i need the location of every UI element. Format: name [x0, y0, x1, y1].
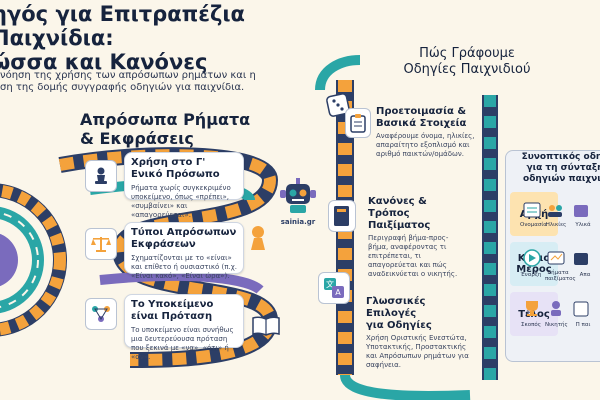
- summary-item-play: Π παι: [575, 322, 591, 328]
- summary-item-forbidden: Απα: [579, 272, 591, 278]
- summary-heading-line-1: Συνοπτικός οδηγ: [521, 152, 600, 162]
- logo-text: sainia.gr: [280, 218, 316, 226]
- card-body: Ρήματα χωρίς συγκεκριμένο υποκείμενο, όπ…: [131, 184, 231, 219]
- card-title: Το Υποκείμενο είναι Πρόταση: [131, 299, 214, 322]
- dice-icon: [326, 93, 350, 117]
- intro-text: νόηση της χρήσης των απρόσωπων ρημάτων κ…: [0, 70, 260, 94]
- summary-row-main-icons: [523, 249, 588, 267]
- step-title-line-2: για Οδηγίες: [366, 320, 432, 331]
- heading-line-2: Οδηγίες Παιχνιδιού: [403, 62, 531, 77]
- heading-line-1: Απρόσωπα Ρήματα: [80, 110, 251, 129]
- step-title-line-1: Προετοιμασία &: [376, 106, 467, 117]
- row-label-line-2: Μέρος: [516, 264, 552, 275]
- title-line-1: ηγός για Επιτραπέζια Παιχνίδια:: [0, 2, 245, 50]
- book-icon: [328, 200, 356, 232]
- summary-heading-line-3: οδηγιών παιχνιδ: [523, 174, 600, 184]
- card-body: Σχηματίζονται με το «είναι» και επίθετο …: [131, 254, 237, 280]
- summary-row-start-icons: [523, 202, 588, 218]
- summary-item-materials: Υλικά: [575, 222, 591, 228]
- pawn-icon: [251, 226, 265, 250]
- summary-item-winner: Νικητής: [545, 322, 568, 328]
- robot-icon: [280, 178, 316, 213]
- step-body: Χρήση Οριστικής Ενεστώτα, Υποτακτικής, Π…: [366, 334, 469, 369]
- spiral-board: [0, 183, 67, 337]
- summary-row-end-icons: [526, 301, 589, 317]
- intro-line-2: ση της δομής συγγραφής οδηγιών για παιχν…: [0, 82, 245, 93]
- summary-item-name: Ονομασία: [520, 222, 547, 228]
- card-body: Το υποκείμενο είναι συνήθως μια δευτερεύ…: [131, 326, 234, 361]
- step-title-line-1: Κανόνες &: [368, 196, 427, 207]
- logo: sainia.gr: [278, 178, 318, 228]
- step-language-choices: Γλωσσικές Επιλογές για Οδηγίες Χρήση Ορι…: [366, 296, 476, 370]
- open-book-icon: [250, 312, 282, 340]
- step-body: Περιγραφή βήμα-προς-βήμα, αναφέροντας τι…: [368, 234, 458, 278]
- summary-item-start: Έναρξη: [520, 272, 542, 278]
- section-heading-impersonal-verbs: Απρόσωπα Ρήματα & Εκφράσεις: [80, 110, 270, 148]
- summary-heading-line-2: για τη σύνταξη: [526, 163, 600, 173]
- impersonal-card-2: Τύποι Απρόσωπων Εκφράσεων Σχηματίζονται …: [124, 222, 244, 280]
- svg-text:文: 文: [326, 279, 334, 289]
- page-title: ηγός για Επιτραπέζια Παιχνίδια: ώσσα και…: [0, 2, 372, 74]
- step-rules: Κανόνες & Τρόπος Παιξίματος Περιγραφή βή…: [368, 196, 468, 279]
- network-icon: [85, 298, 117, 330]
- step-title-line-2: Βασικά Στοιχεία: [376, 118, 467, 129]
- impersonal-card-3: Το Υποκείμενο είναι Πρόταση Το υποκείμεν…: [124, 294, 244, 361]
- card-title: Χρήση στο Γ' Ενικό Πρόσωπο: [131, 157, 220, 180]
- card-title: Τύποι Απρόσωπων Εκφράσεων: [131, 227, 237, 250]
- step-body: Αναφέρουμε όνομα, ηλικίες, απαραίτητο εξ…: [376, 132, 475, 158]
- step-preparation: Προετοιμασία & Βασικά Στοιχεία Αναφέρουμ…: [376, 106, 476, 159]
- step-title-line-2: Τρόπος Παιξίματος: [368, 208, 431, 231]
- step-title-line-1: Γλωσσικές Επιλογές: [366, 296, 426, 319]
- impersonal-card-1: Χρήση στο Γ' Ενικό Πρόσωπο Ρήματα χωρίς …: [124, 152, 244, 219]
- summary-heading: Συνοπτικός οδηγ για τη σύνταξη οδηγιών π…: [515, 152, 600, 185]
- heading-line-1: Πώς Γράφουμε: [419, 46, 515, 61]
- section-heading-writing-instructions: Πώς Γράφουμε Οδηγίες Παιχνιδιού: [392, 46, 542, 78]
- chess-pawn-icon: [85, 160, 117, 192]
- clipboard-icon: [345, 108, 371, 138]
- intro-line-1: νόηση της χρήσης των απρόσωπων ρημάτων κ…: [0, 70, 256, 81]
- heading-line-2: & Εκφράσεις: [80, 129, 194, 148]
- summary-item-goal: Σκοπός: [521, 322, 541, 328]
- summary-item-ages: Ηλικίες: [545, 222, 567, 228]
- summary-item-steps: Βήματα παιξίματος: [545, 270, 576, 282]
- title-line-2: ώσσα και Κανόνες: [0, 50, 208, 74]
- scales-icon: [85, 228, 117, 260]
- svg-text:A: A: [335, 288, 341, 297]
